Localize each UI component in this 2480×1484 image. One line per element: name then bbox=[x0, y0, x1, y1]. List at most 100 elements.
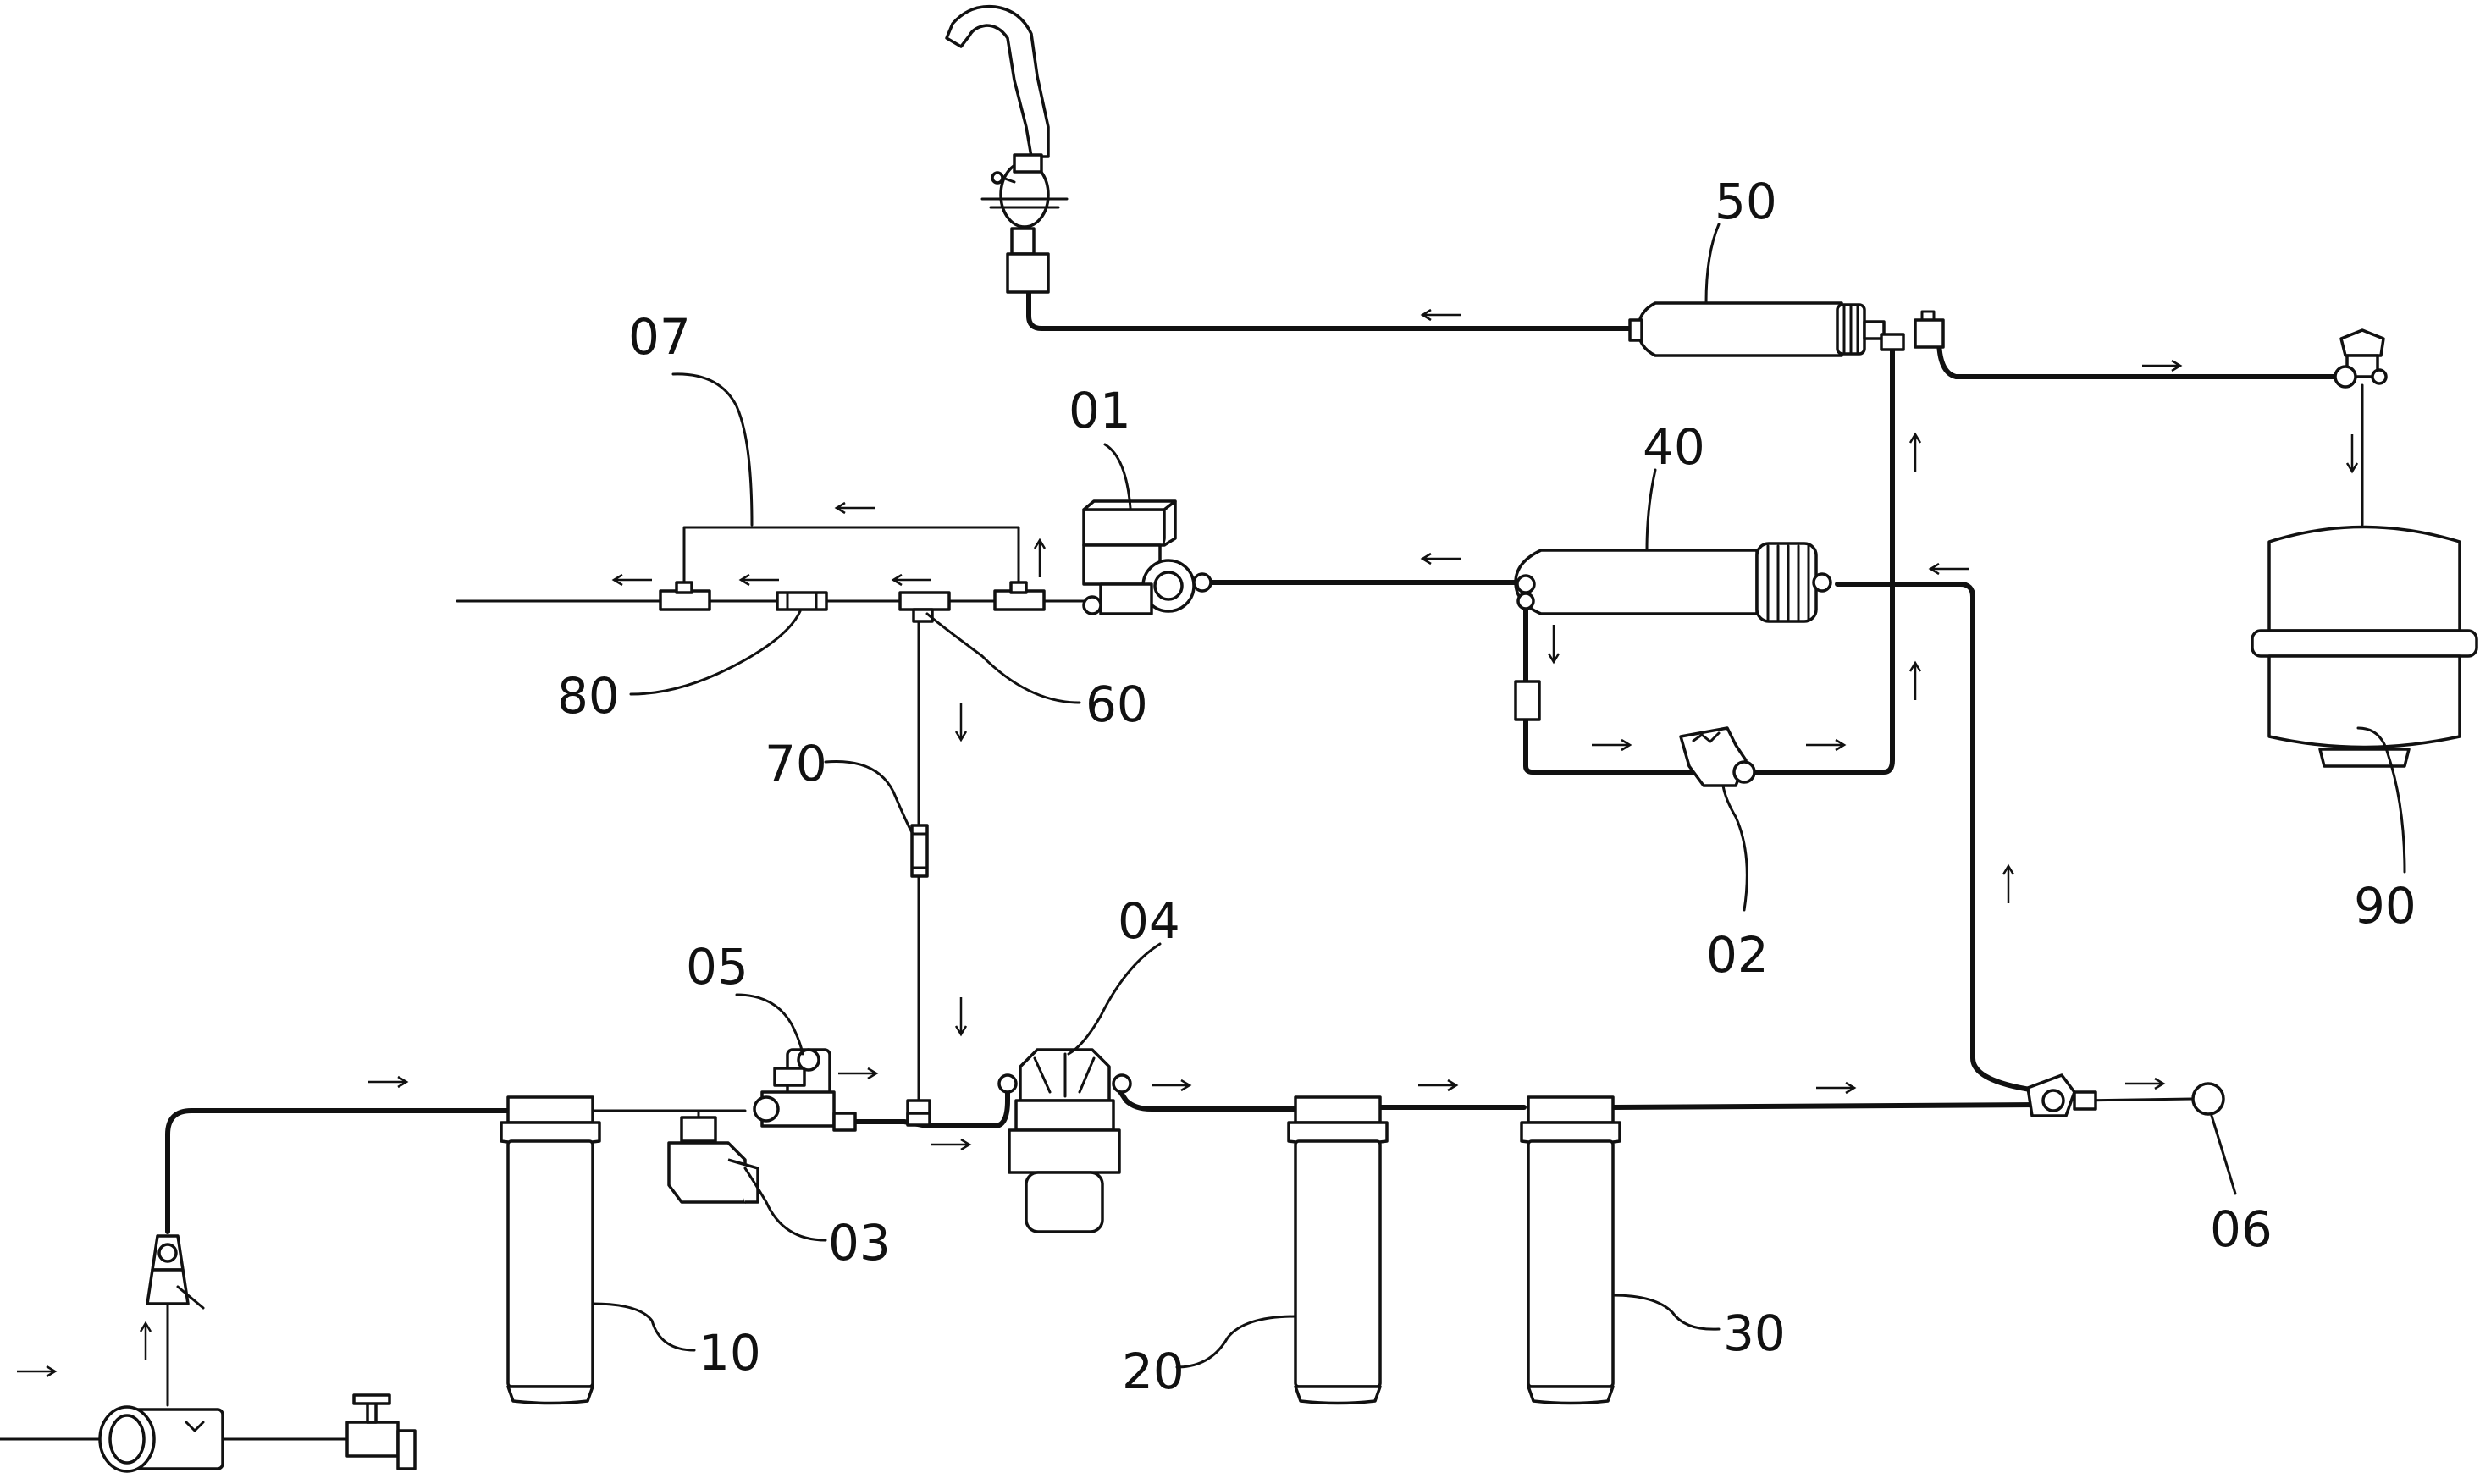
bypass-line-07 bbox=[682, 526, 1020, 594]
arrow-left bbox=[1420, 308, 1461, 322]
pipe-network bbox=[165, 290, 2364, 1407]
pipe-04-to-06 bbox=[1115, 1085, 1298, 1112]
solenoid-valve-05 bbox=[753, 1048, 857, 1132]
arrow-left bbox=[1928, 562, 1969, 576]
post-filter-50 bbox=[1628, 301, 1945, 357]
arrow-right bbox=[2142, 359, 2183, 372]
flush-restrictor bbox=[1514, 680, 1541, 721]
arrow-left bbox=[891, 573, 931, 587]
leader-01 bbox=[1103, 443, 1132, 510]
leader-lines bbox=[591, 223, 2406, 1369]
pressure-switch-03 bbox=[667, 1109, 759, 1204]
tee-fitting bbox=[906, 1099, 931, 1127]
tap-icon bbox=[345, 1393, 417, 1470]
pressure-tank-90 bbox=[2251, 525, 2478, 768]
flush-valve-02 bbox=[1679, 726, 1756, 787]
label-07: 07 bbox=[628, 308, 691, 366]
label-06: 06 bbox=[2210, 1200, 2273, 1258]
ro-membrane-40 bbox=[1514, 542, 1832, 623]
pipe-30-to-tee bbox=[1610, 1102, 2041, 1110]
label-70: 70 bbox=[765, 735, 827, 792]
label-01: 01 bbox=[1069, 382, 1131, 439]
pressure-switch-01 bbox=[1082, 499, 1212, 615]
pipe-tee-to-tank bbox=[1936, 336, 2339, 379]
pipe-tee-to-06 bbox=[2077, 1097, 2195, 1102]
arrow-up bbox=[2002, 863, 2015, 903]
arrow-left bbox=[738, 573, 779, 587]
leader-04 bbox=[1067, 942, 1162, 1056]
arrow-right bbox=[931, 1138, 972, 1151]
pipe-02-to-riser bbox=[1742, 336, 1895, 775]
filter-30 bbox=[1520, 1095, 1621, 1405]
arrow-up bbox=[139, 1321, 152, 1360]
booster-pump-04 bbox=[997, 1048, 1132, 1233]
arrow-up bbox=[1908, 432, 1922, 472]
leader-80 bbox=[629, 610, 802, 696]
arrow-up bbox=[1908, 660, 1922, 700]
label-10: 10 bbox=[699, 1324, 761, 1382]
riser-to-membrane bbox=[1835, 582, 2052, 1095]
pipe-flush-branch bbox=[1523, 597, 1696, 775]
inlet-connector bbox=[0, 1405, 357, 1473]
arrow-left bbox=[611, 573, 652, 587]
reference-labels: 07 01 40 50 80 60 70 05 04 03 10 20 30 0… bbox=[557, 173, 2416, 1400]
arrow-down bbox=[1547, 625, 1560, 665]
leader-06 bbox=[2210, 1114, 2237, 1195]
arrow-right bbox=[2125, 1077, 2166, 1090]
label-30: 30 bbox=[1723, 1305, 1786, 1362]
leader-30 bbox=[1611, 1294, 1721, 1331]
arrow-right bbox=[1816, 1081, 1857, 1095]
filter-10 bbox=[500, 1095, 601, 1405]
label-60: 60 bbox=[1085, 676, 1148, 733]
arrow-right bbox=[1806, 738, 1847, 752]
feed-pipe bbox=[165, 1108, 511, 1234]
outlet-06 bbox=[2191, 1082, 2225, 1116]
pipe-50-to-faucet bbox=[1026, 290, 1637, 331]
label-80: 80 bbox=[557, 667, 620, 725]
tank-valve bbox=[2334, 328, 2388, 389]
arrow-right bbox=[17, 1365, 58, 1378]
arrow-right bbox=[1152, 1079, 1192, 1092]
waste-tee-60 bbox=[898, 591, 951, 623]
label-90: 90 bbox=[2354, 877, 2416, 935]
waste-union-80 bbox=[776, 591, 828, 611]
leader-05 bbox=[735, 993, 804, 1056]
arrow-up bbox=[1033, 538, 1047, 577]
waste-tee-right bbox=[993, 581, 1046, 611]
faucet-icon bbox=[945, 4, 1069, 294]
arrow-right bbox=[368, 1075, 409, 1089]
flow-restrictor-70 bbox=[910, 824, 929, 878]
leader-50 bbox=[1704, 223, 1721, 305]
leader-20 bbox=[1175, 1315, 1297, 1369]
check-valve bbox=[2026, 1073, 2097, 1117]
arrow-down bbox=[2345, 434, 2359, 474]
leader-02 bbox=[1721, 784, 1748, 912]
leader-90 bbox=[2356, 726, 2406, 874]
label-20: 20 bbox=[1122, 1343, 1185, 1400]
label-03: 03 bbox=[828, 1214, 891, 1272]
label-04: 04 bbox=[1118, 892, 1180, 950]
pipe-05-to-04 bbox=[823, 1085, 1010, 1128]
inlet-valve bbox=[146, 1234, 205, 1310]
label-02: 02 bbox=[1706, 926, 1769, 984]
waste-tee-left bbox=[659, 581, 711, 611]
arrow-right bbox=[838, 1067, 879, 1080]
leader-07 bbox=[671, 372, 754, 527]
arrow-left bbox=[1420, 552, 1461, 565]
leader-03 bbox=[743, 1167, 827, 1242]
label-05: 05 bbox=[686, 938, 748, 996]
label-50: 50 bbox=[1715, 173, 1777, 230]
arrow-right bbox=[1418, 1079, 1459, 1092]
leader-10 bbox=[591, 1302, 696, 1352]
arrow-down bbox=[954, 703, 968, 742]
flow-arrows bbox=[17, 308, 2359, 1378]
arrow-right bbox=[1592, 738, 1632, 752]
leader-70 bbox=[824, 759, 914, 836]
label-40: 40 bbox=[1643, 418, 1705, 476]
arrow-down bbox=[954, 997, 968, 1037]
filter-20 bbox=[1287, 1095, 1389, 1405]
leader-60 bbox=[925, 612, 1081, 704]
arrow-left bbox=[834, 501, 875, 515]
leader-40 bbox=[1645, 468, 1657, 552]
